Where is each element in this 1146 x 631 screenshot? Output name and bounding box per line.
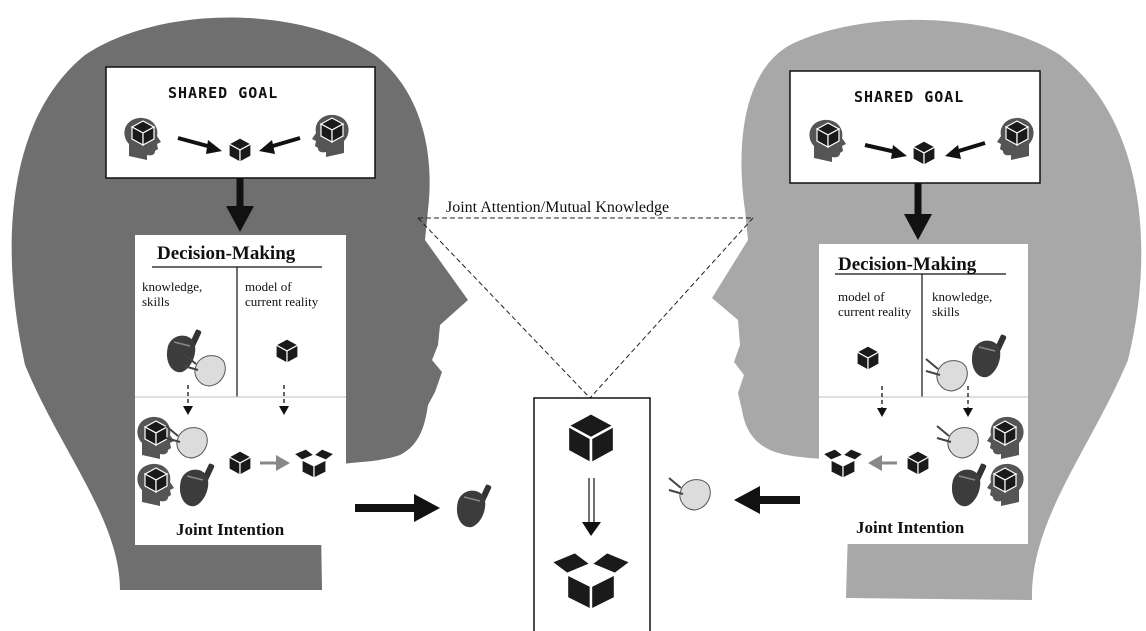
joint-attention-label: Joint Attention/Mutual Knowledge [446,199,670,216]
left-col-left-label: knowledge, skills [142,279,203,309]
left-col-right-label: model of current reality [245,279,319,309]
knife-hand-icon [456,483,493,528]
goal-cube-icon [912,140,936,166]
right-col-right-label: knowledge, skills [932,289,993,319]
cube-icon [856,345,880,371]
pliers-hand-icon [668,477,712,511]
left-shared-goal-title: SHARED GOAL [168,84,279,102]
left-decision-making-title: Decision-Making [157,243,296,264]
right-shared-goal-title: SHARED GOAL [854,88,965,106]
cube-icon [275,338,299,364]
right-decision-making-title: Decision-Making [838,254,977,275]
goal-cube-icon [228,137,252,163]
central-cube-icon [566,411,616,465]
right-col-left-label: model of current reality [838,289,912,319]
right-joint-intention-label: Joint Intention [856,518,965,537]
left-joint-intention-label: Joint Intention [176,520,285,539]
